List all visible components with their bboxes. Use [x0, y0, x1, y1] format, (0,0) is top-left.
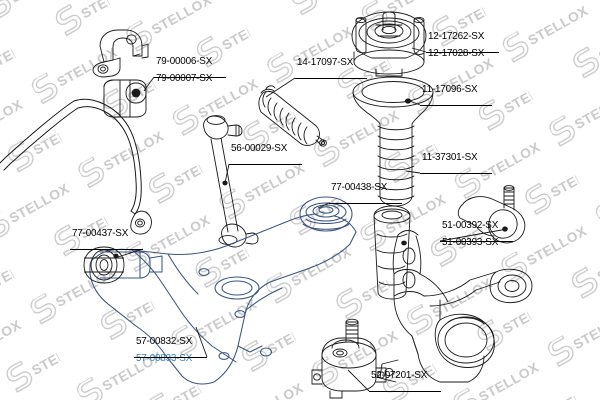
label-underline [420, 173, 492, 174]
anti-roll-bar-art [0, 98, 152, 235]
label-underline [440, 241, 513, 242]
label-underline [369, 391, 441, 392]
part-number-label: 12-17262-SX [428, 30, 485, 42]
part-number-label: 56-00029-SX [231, 142, 288, 154]
leader-lines [117, 47, 508, 392]
part-number-label: 57-00833-SX [136, 352, 193, 364]
part-number-label: 11-17096-SX [422, 83, 478, 95]
part-number-label: 77-00437-SX [72, 227, 129, 239]
label-underline [134, 357, 207, 358]
steering-knuckle-art [379, 230, 533, 383]
stabilizer-bar-bushing-art [103, 79, 147, 118]
label-underline [70, 249, 143, 250]
tie-rod-end-art [457, 185, 526, 244]
part-number-label: 51-00392-SX [442, 219, 499, 231]
label-underline [229, 164, 302, 165]
strut-mount-art [351, 11, 427, 77]
label-underline [420, 105, 492, 106]
label-underline [154, 77, 226, 78]
stabilizer-link-art [203, 115, 259, 248]
label-underline [295, 78, 367, 79]
part-number-label: 57-00832-SX [136, 335, 193, 347]
stabilizer-bar-bracket-art [92, 29, 149, 78]
label-underline [329, 203, 402, 204]
part-number-label: 79-00006-SX [156, 55, 213, 67]
part-number-label: 11-37301-SX [422, 151, 478, 163]
steering-rack-boot-art [258, 85, 327, 147]
part-number-label: 14-17097-SX [297, 56, 354, 68]
part-number-label: 79-00007-SX [156, 72, 213, 84]
control-arm-rear-bushing-art [83, 246, 125, 284]
label-underline [426, 52, 499, 53]
part-number-label: 51-00393-SX [442, 236, 499, 248]
strut-dust-boot-art [352, 76, 434, 207]
part-number-label: 77-00438-SX [331, 181, 388, 193]
part-number-label: 52-07201-SX [371, 369, 428, 381]
part-number-label: 12-17028-SX [428, 47, 485, 59]
